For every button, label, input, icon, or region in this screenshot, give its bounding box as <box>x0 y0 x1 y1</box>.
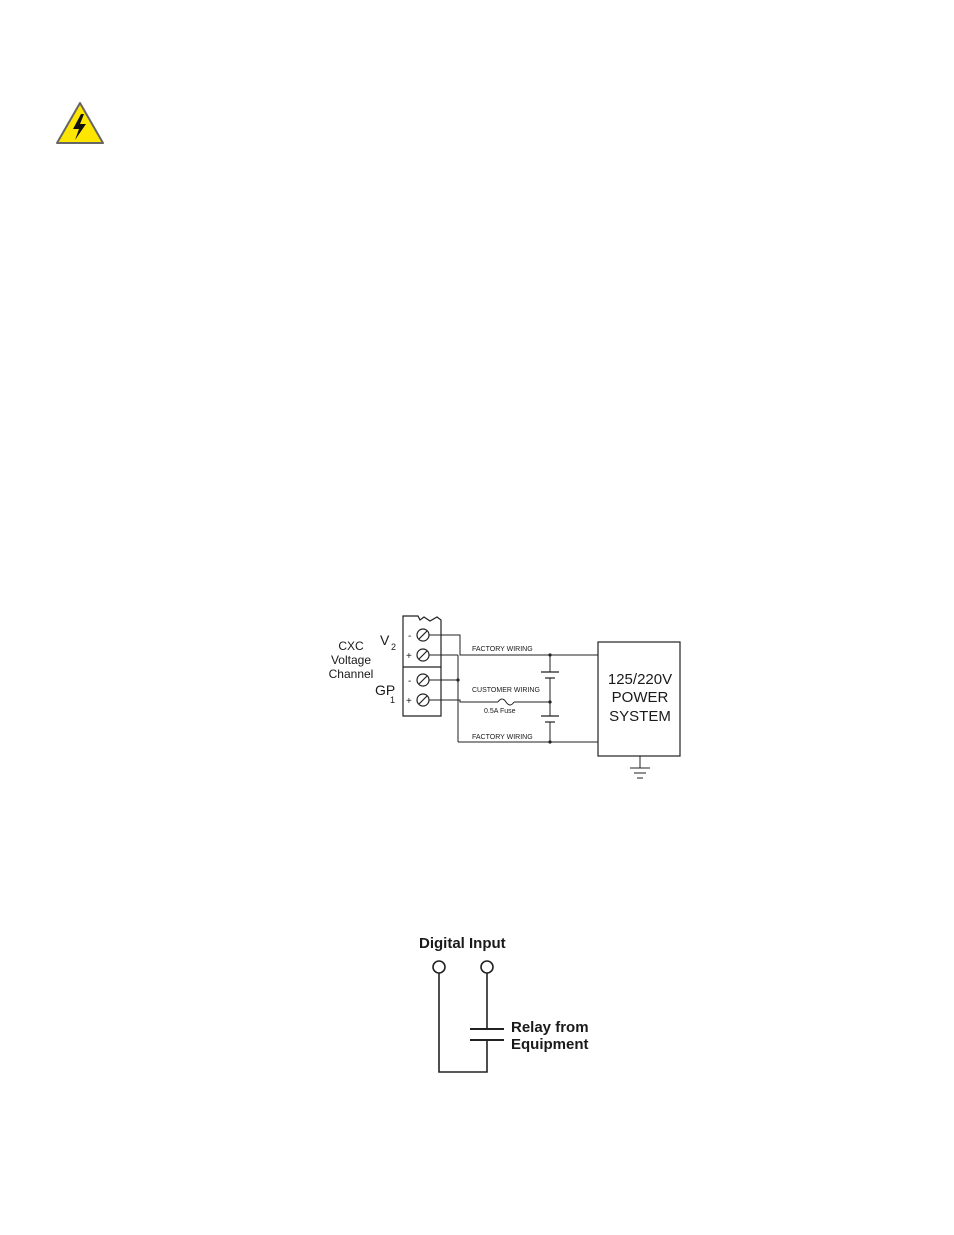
factory-wiring-bottom-label: FACTORY WIRING <box>472 734 533 741</box>
gp1-subscript: 1 <box>390 695 395 705</box>
power-system-line1: 125/220V <box>608 671 672 688</box>
power-system-line3: SYSTEM <box>609 708 671 725</box>
digital-input-circuit <box>433 961 504 1072</box>
v2-subscript: 2 <box>391 642 396 652</box>
factory-wiring-top-label: FACTORY WIRING <box>472 646 533 653</box>
ground-icon <box>630 756 650 778</box>
channel-label-line2: Voltage <box>331 653 371 667</box>
channel-label-line3: Channel <box>329 667 374 681</box>
gp1-plus-sign: + <box>406 696 412 707</box>
customer-wiring-label: CUSTOMER WIRING <box>472 687 540 694</box>
power-system-line2: POWER <box>612 689 669 706</box>
v2-minus-sign: - <box>408 631 411 642</box>
channel-label-line1: CXC <box>338 639 364 653</box>
v2-plus-sign: + <box>406 651 412 662</box>
gp1-minus-sign: - <box>408 676 411 687</box>
digital-input-title: Digital Input <box>419 935 506 952</box>
relay-label-line1: Relay from <box>511 1019 589 1036</box>
v2-label: V <box>380 632 390 648</box>
fuse-label: 0.5A Fuse <box>484 708 516 715</box>
relay-label-line2: Equipment <box>511 1036 589 1053</box>
